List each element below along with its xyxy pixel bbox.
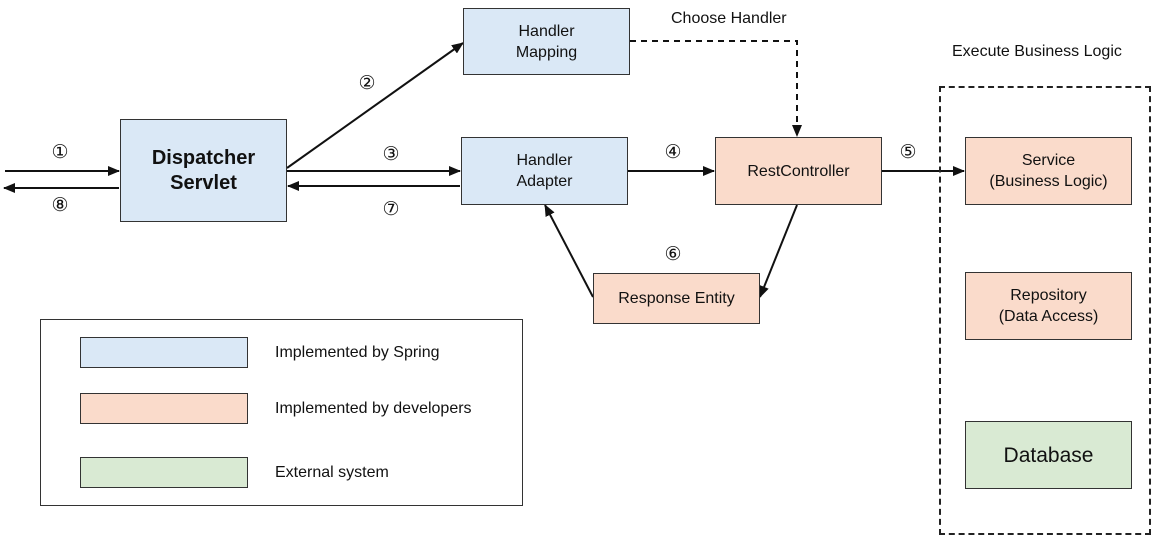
repository-label-line1: Repository: [1010, 287, 1087, 304]
handler-mapping-label-line2: Mapping: [515, 43, 578, 61]
dispatcher-servlet-label-line1: Dispatcher: [151, 146, 256, 169]
legend-label-spring: Implemented by Spring: [275, 344, 440, 361]
arrow-controller-to-response: [759, 204, 798, 298]
dispatcher-servlet-label-line2: Servlet: [170, 171, 237, 194]
handler-adapter-box: Handler Adapter: [461, 137, 628, 205]
business-logic-boundary: [939, 86, 1151, 535]
service-label-line2: (Business Logic): [989, 173, 1108, 190]
arrow-step-6: [544, 204, 594, 298]
legend-label-external: External system: [275, 464, 389, 481]
handler-mapping-label-line1: Handler: [518, 22, 575, 40]
legend-swatch-external: [80, 457, 248, 488]
step-4-label: ④: [664, 142, 682, 163]
service-label-line1: Service: [1021, 152, 1076, 169]
repository-label-line2: (Data Access): [998, 308, 1099, 325]
choose-handler-label: Choose Handler: [671, 10, 787, 27]
legend: Implemented by Spring Implemented by dev…: [40, 319, 523, 506]
handler-mapping-box: Handler Mapping: [463, 8, 630, 75]
step-6-label: ⑥: [664, 244, 682, 265]
handler-adapter-label-line1: Handler: [516, 152, 573, 169]
arrow-step-2: [286, 42, 464, 169]
legend-swatch-developer: [80, 393, 248, 424]
step-1-label: ①: [51, 142, 69, 163]
rest-controller-box: RestController: [715, 137, 882, 205]
legend-swatch-spring: [80, 337, 248, 368]
dispatcher-servlet-box: Dispatcher Servlet: [120, 119, 287, 222]
response-entity-label: Response Entity: [618, 290, 735, 307]
step-2-label: ②: [358, 73, 376, 94]
handler-adapter-label-line2: Adapter: [516, 173, 573, 190]
arrow-choose-handler: [630, 40, 802, 137]
legend-label-developer: Implemented by developers: [275, 400, 472, 417]
response-entity-box: Response Entity: [593, 273, 760, 324]
service-box: Service (Business Logic): [965, 137, 1132, 205]
repository-box: Repository (Data Access): [965, 272, 1132, 340]
execute-business-logic-label: Execute Business Logic: [952, 43, 1122, 60]
database-box: Database: [965, 421, 1132, 489]
step-3-label: ③: [382, 144, 400, 165]
database-label: Database: [1003, 443, 1094, 467]
step-7-label: ⑦: [382, 199, 400, 220]
rest-controller-label: RestController: [747, 162, 850, 180]
step-8-label: ⑧: [51, 195, 69, 216]
step-5-label: ⑤: [899, 142, 917, 163]
